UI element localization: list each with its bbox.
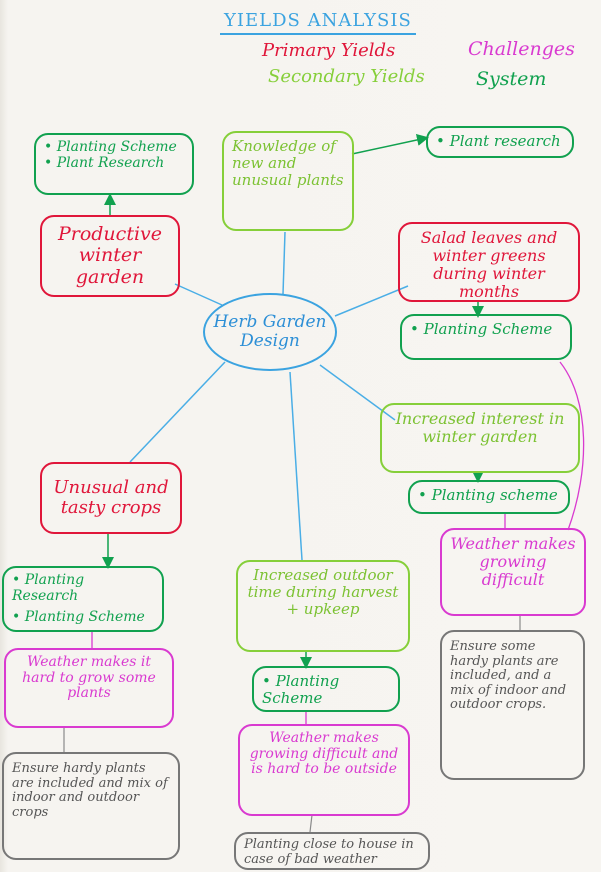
node-planting-close: Planting close to house in case of bad w… <box>234 832 430 870</box>
arrow-to-plant-research <box>351 134 429 155</box>
planting-list-top-item-1: Planting Scheme <box>44 139 184 156</box>
spoke-outdoor <box>289 371 303 561</box>
node-planting-list-top: Planting Scheme Plant Research <box>34 133 194 195</box>
node-increased-outdoor: Increased outdoor time during harvest + … <box>236 560 410 652</box>
node-planting-scheme-right: • Planting Scheme <box>400 314 572 360</box>
link-weather-to-planting-close <box>309 814 313 833</box>
center-node-herb-garden: Herb Garden Design <box>203 293 337 371</box>
page-title: YIELDS ANALYSIS <box>220 10 416 35</box>
node-ensure-right: Ensure some hardy plants are included, a… <box>440 630 585 780</box>
planting-list-left-item-2: Planting Scheme <box>12 610 154 626</box>
planting-list-left-item-1: Planting Research <box>12 572 154 604</box>
spoke-unusual <box>129 361 226 463</box>
legend-primary: Primary Yields <box>262 40 396 61</box>
legend-secondary: Secondary Yields <box>268 66 425 87</box>
node-knowledge: Knowledge of new and unusual plants <box>222 131 354 231</box>
node-weather-bottom: Weather makes growing difficult and is h… <box>238 724 410 816</box>
legend-challenges: Challenges <box>468 38 575 60</box>
node-weather-left: Weather makes it hard to grow some plant… <box>4 648 174 728</box>
node-planting-scheme-bottom: • Planting Scheme <box>252 666 400 712</box>
node-plant-research-top: • Plant research <box>426 126 574 158</box>
spoke-knowledge <box>282 231 286 295</box>
node-ensure-left: Ensure hardy plants are included and mix… <box>2 752 180 860</box>
node-planting-scheme-mid: • Planting scheme <box>408 480 570 514</box>
node-weather-growing: Weather makes growing difficult <box>440 528 586 616</box>
node-unusual-crops: Unusual and tasty crops <box>40 462 182 534</box>
node-productive-winter: Productive winter garden <box>40 215 180 297</box>
legend-system: System <box>476 68 547 90</box>
node-salad-leaves: Salad leaves and winter greens during wi… <box>398 222 580 302</box>
node-increased-interest: Increased interest in winter garden <box>380 403 580 473</box>
planting-list-top-item-2: Plant Research <box>44 155 184 172</box>
spoke-salad <box>334 285 409 317</box>
node-planting-list-left: Planting Research Planting Scheme <box>2 566 164 632</box>
link-right-to-weather <box>559 361 585 531</box>
spoke-productive <box>174 283 223 306</box>
